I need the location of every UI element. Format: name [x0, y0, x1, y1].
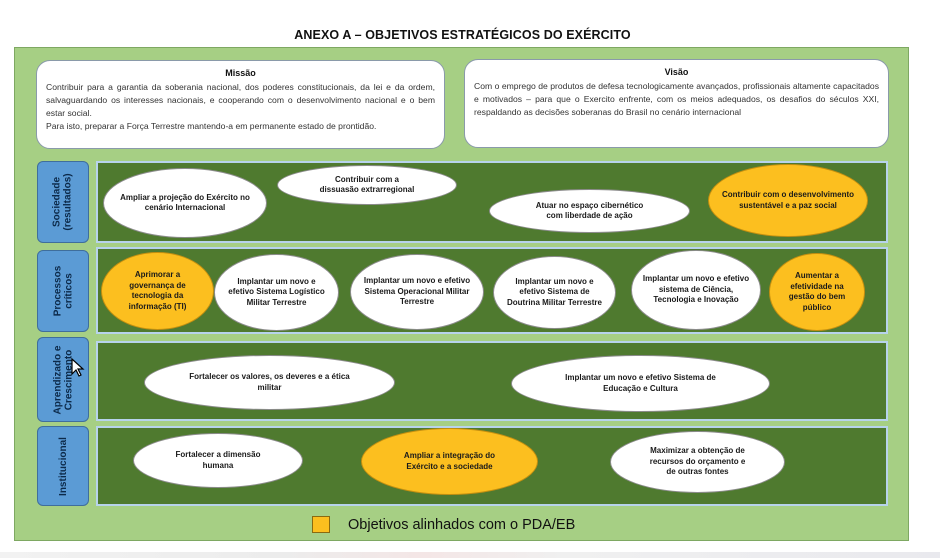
legend-swatch: [312, 516, 330, 533]
objective-oval-aligned: Aumentar a efetividade na gestão do bem …: [769, 253, 865, 331]
objective-oval: Fortalecer a dimensão humana: [133, 433, 303, 488]
objective-oval: Implantar um novo e efetivo Sistema Oper…: [350, 254, 484, 330]
objective-text: Ampliar a projeção do Exército no cenári…: [120, 192, 250, 213]
row-label-institucional: Institucional: [37, 426, 89, 506]
row-label-sociedade: Sociedade (resultados): [37, 161, 89, 243]
row-label-aprendizado-line1: Aprendizado e: [52, 345, 63, 414]
objective-text: Fortalecer os valores, os deveres e a ét…: [189, 372, 350, 392]
objective-oval: Maximizar a obtenção de recursos do orça…: [610, 431, 785, 493]
mission-box: Missão Contribuir para a garantia da sob…: [36, 60, 445, 149]
row-label-aprendizado-text: Aprendizado e Crescimento: [52, 345, 74, 414]
objective-oval-aligned: Ampliar a integração do Exército e a soc…: [361, 428, 538, 495]
objective-text: Implantar um novo e efetivo sistema de C…: [642, 274, 750, 305]
window-bottom-strip: [0, 552, 940, 558]
page-title: ANEXO A – OBJETIVOS ESTRATÉGICOS DO EXÉR…: [294, 28, 631, 42]
objective-oval: Ampliar a projeção do Exército no cenári…: [103, 168, 267, 238]
row-label-aprendizado: Aprendizado e Crescimento: [37, 337, 89, 422]
objective-oval: Contribuir com a dissuasão extrarregiona…: [277, 165, 457, 205]
vision-box: Visão Com o emprego de produtos de defes…: [464, 59, 889, 148]
vision-heading: Visão: [664, 67, 689, 77]
objective-text: Implantar um novo e efetivo Sistema de E…: [565, 373, 716, 393]
objective-oval: Implantar um novo e efetivo sistema de C…: [631, 250, 761, 330]
objective-text: Aprimorar a governança de tecnologia da …: [128, 270, 187, 311]
row-label-processos-text: Processos críticos: [52, 265, 74, 317]
objective-oval: Implantar um novo e efetivo Sistema de D…: [493, 256, 616, 329]
mission-text: Contribuir para a garantia da soberania …: [46, 82, 435, 118]
row-label-institucional-text: Institucional: [57, 436, 69, 496]
row-label-sociedade-text: Sociedade (resultados): [52, 173, 74, 231]
objective-oval-aligned: Aprimorar a governança de tecnologia da …: [101, 252, 214, 330]
objective-text: Contribuir com o desenvolvimento sustent…: [721, 190, 854, 210]
objective-oval: Atuar no espaço cibernético com liberdad…: [489, 189, 690, 233]
objective-text: Maximizar a obtenção de recursos do orça…: [649, 446, 746, 477]
objective-text: Fortalecer a dimensão humana: [175, 450, 261, 470]
legend-label: Objetivos alinhados com o PDA/EB: [348, 517, 576, 533]
objective-text: Implantar um novo e efetivo Sistema Logí…: [228, 276, 325, 307]
objective-text: Contribuir com a dissuasão extrarregiona…: [319, 174, 415, 195]
objective-oval-aligned: Contribuir com o desenvolvimento sustent…: [708, 164, 868, 237]
objective-text: Implantar um novo e efetivo Sistema de D…: [507, 276, 602, 307]
objective-oval: Implantar um novo e efetivo Sistema Logí…: [214, 254, 339, 331]
objective-text: Ampliar a integração do Exército e a soc…: [403, 451, 496, 471]
row-label-aprendizado-line2: Crescimento: [63, 349, 74, 410]
mission-heading: Missão: [225, 68, 256, 78]
objective-oval: Fortalecer os valores, os deveres e a ét…: [144, 355, 395, 410]
row-label-processos: Processos críticos: [37, 250, 89, 332]
objective-oval: Implantar um novo e efetivo Sistema de E…: [511, 355, 770, 412]
mission-text-2: Para isto, preparar a Força Terrestre ma…: [46, 121, 377, 131]
mouse-cursor-icon: [71, 358, 85, 377]
vision-text: Com o emprego de produtos de defesa tecn…: [474, 81, 879, 117]
objective-text: Implantar um novo e efetivo Sistema Oper…: [363, 276, 471, 307]
objective-text: Aumentar a efetividade na gestão do bem …: [788, 271, 846, 312]
objective-text: Atuar no espaço cibernético com liberdad…: [535, 200, 644, 221]
